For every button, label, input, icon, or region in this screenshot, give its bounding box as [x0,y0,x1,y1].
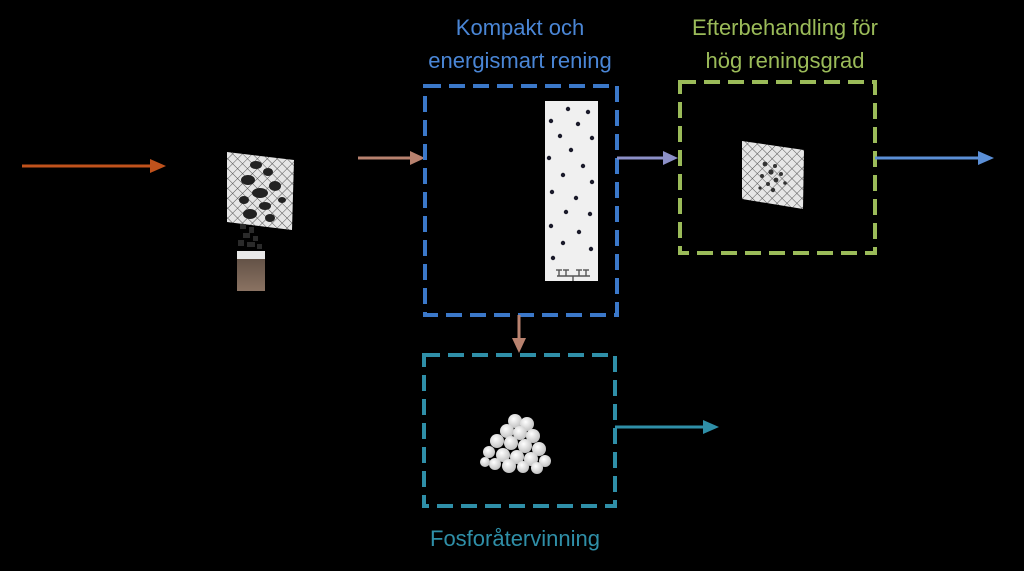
inflow-arrow [22,159,166,173]
screen-filter-icon [227,152,294,249]
post-label-line2: hög reningsgrad [705,48,865,73]
phosphorus-recovery-box [422,353,617,508]
arrow-to-phosphorus [512,315,526,353]
post-treatment-label: Efterbehandling för hög reningsgrad [665,11,905,77]
phosphorus-outflow-arrow [615,420,719,434]
post-label-line1: Efterbehandling för [692,15,878,40]
outflow-arrow [875,151,994,165]
arrow-to-post-treatment [617,151,678,165]
reactor-column-icon [545,101,598,281]
post-treatment-box [678,80,877,255]
microscreen-filter-icon [742,141,804,209]
phosphorus-recovery-label: Fosforåtervinning [430,526,600,551]
compact-label-line2: energismart rening [428,48,612,73]
compact-label-line1: Kompakt och [455,15,585,40]
arrow-to-compact [358,151,425,165]
compact-treatment-box [423,84,619,317]
compact-treatment-label: Kompakt och energismart rening [400,11,640,77]
sludge-container-icon [237,251,265,291]
phosphorus-granules-icon [480,414,551,474]
